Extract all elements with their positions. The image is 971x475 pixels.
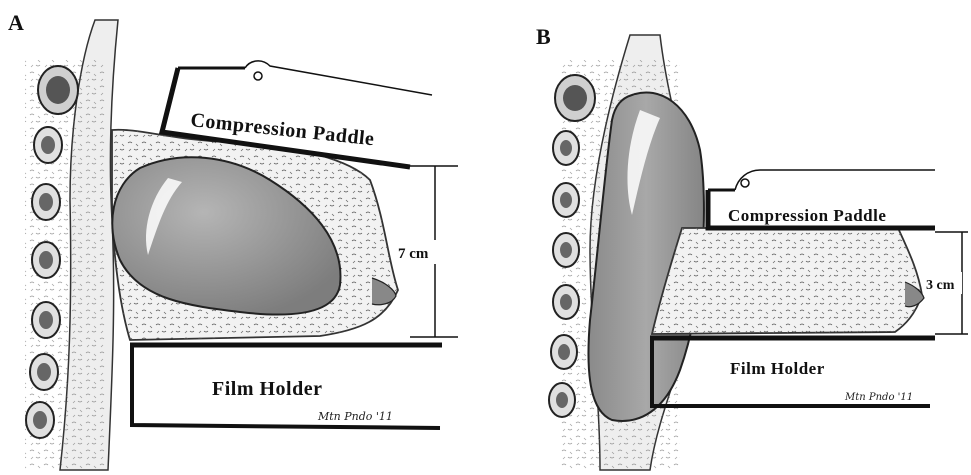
- panel-a-holder-label: Film Holder: [212, 378, 322, 400]
- panel-a-film-holder: Film Holder: [130, 345, 442, 428]
- panel-a-measurement-label: 7 cm: [398, 246, 429, 262]
- panel-b-artist-signature: Mtn Pndo '11: [844, 392, 913, 403]
- panel-b-paddle-label: Compression Paddle: [728, 206, 886, 225]
- panel-a: A: [8, 10, 458, 470]
- panel-b-measurement: 3 cm: [924, 232, 968, 334]
- panel-b-holder-label: Film Holder: [730, 359, 825, 378]
- panel-a-measurement: 7 cm: [395, 166, 458, 337]
- panel-b: B: [536, 24, 968, 470]
- panel-b-label: B: [536, 24, 551, 49]
- panel-b-compression-paddle: Compression Paddle: [708, 170, 935, 228]
- panel-a-artist-signature: Mtn Pndo '11: [317, 410, 393, 423]
- panel-a-label: A: [8, 10, 24, 35]
- panel-b-tissue-texture: [652, 228, 922, 334]
- panel-b-measurement-label: 3 cm: [926, 278, 955, 293]
